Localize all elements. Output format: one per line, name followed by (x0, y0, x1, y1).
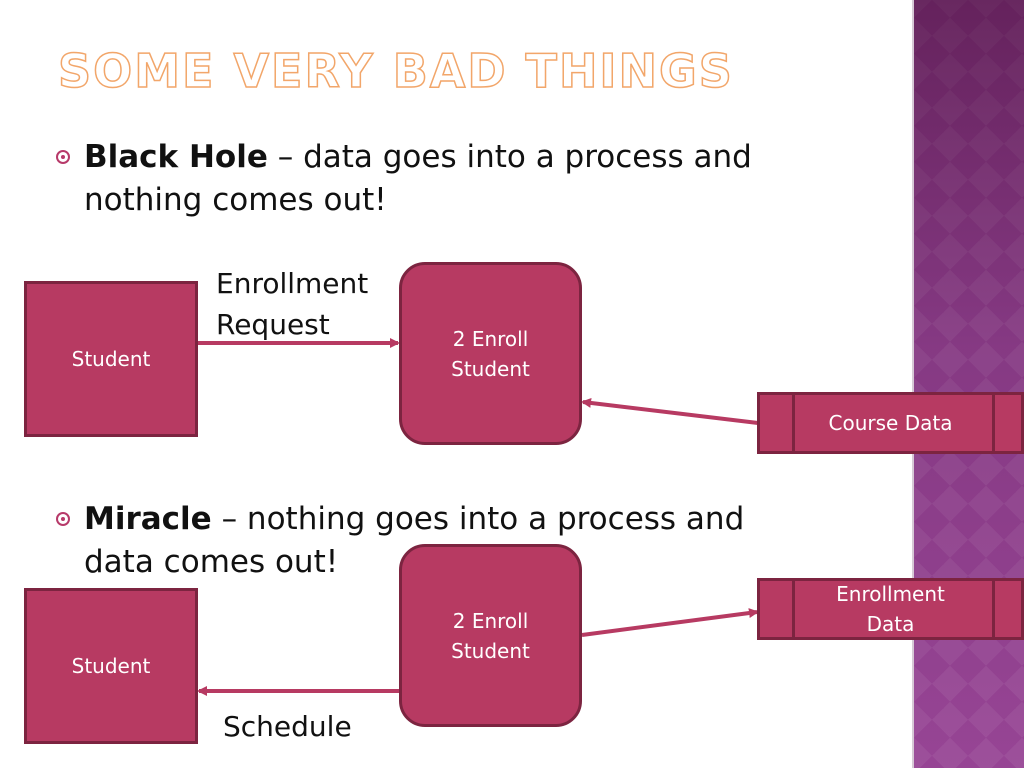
bullet-term: Black Hole (84, 139, 268, 175)
datastore-course-data: Course Data (757, 392, 1024, 454)
arrow-enrollment-data (581, 608, 759, 637)
bullet-term: Miracle (84, 501, 212, 537)
bullet-black-hole: Black Hole – data goes into a process an… (56, 136, 796, 222)
flow-label-enrollment-request: Enrollment Request (216, 267, 369, 341)
datastore-enrollment-data: Enrollment Data (757, 578, 1024, 640)
process-enroll-student-1: 2 Enroll Student (399, 262, 582, 445)
arrow-course-data (581, 397, 759, 425)
entity-student-1: Student (24, 281, 198, 437)
flow-label-schedule: Schedule (223, 710, 352, 743)
bullet-icon (56, 512, 70, 526)
bullet-desc: – nothing goes into a process and data c… (84, 501, 745, 580)
slide-title: Some Very Bad Things (57, 43, 734, 99)
bullet-miracle: Miracle – nothing goes into a process an… (56, 498, 796, 584)
bullet-desc: – data goes into a process and nothing c… (84, 139, 752, 218)
decorative-sidebar (912, 0, 1024, 768)
process-enroll-student-2: 2 Enroll Student (399, 544, 582, 727)
entity-student-2: Student (24, 588, 198, 744)
bullet-icon (56, 150, 70, 164)
